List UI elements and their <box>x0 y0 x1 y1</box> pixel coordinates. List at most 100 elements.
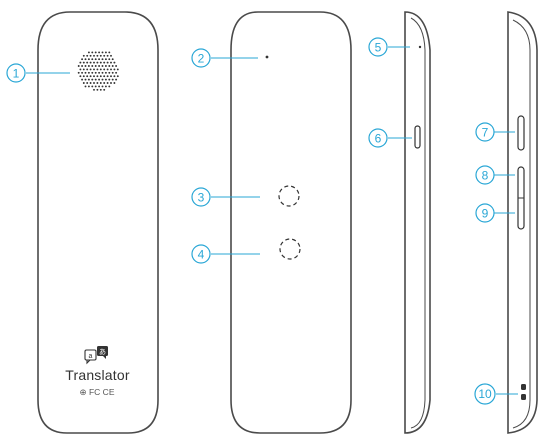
grille-hole <box>106 68 109 71</box>
grille-hole <box>82 75 85 78</box>
callout-2-label: 2 <box>198 52 205 66</box>
left-side-inner-edge <box>410 17 426 429</box>
grille-hole <box>86 61 89 64</box>
grille-hole <box>91 58 94 61</box>
grille-hole <box>86 75 89 78</box>
grille-hole <box>93 68 95 71</box>
grille-hole <box>115 71 118 74</box>
front-body-outline <box>37 11 159 434</box>
grille-hole <box>106 61 109 64</box>
callout-7-label: 7 <box>482 126 489 140</box>
grille-hole <box>87 78 90 81</box>
grille-hole <box>94 85 97 88</box>
speaker-grille-icon <box>77 51 119 91</box>
grille-hole <box>94 71 97 74</box>
grille-hole <box>103 54 106 57</box>
callout-10-label: 10 <box>478 387 492 401</box>
grille-hole <box>79 68 82 71</box>
grille-hole <box>91 71 94 74</box>
grille-hole <box>104 51 107 54</box>
left-side-view <box>404 11 431 434</box>
grille-hole <box>113 82 116 84</box>
grille-hole <box>96 88 99 91</box>
grille-hole <box>87 85 90 88</box>
grille-hole <box>89 61 92 64</box>
grille-hole <box>99 68 102 71</box>
button-b-dashed <box>279 238 301 260</box>
grille-hole <box>98 65 101 67</box>
grille-hole <box>91 65 94 67</box>
grille-hole <box>91 85 94 88</box>
callout-4-label: 4 <box>198 248 205 262</box>
grille-hole <box>98 51 101 54</box>
callout-9-label: 9 <box>482 207 489 221</box>
right-side-inner-edge <box>512 19 531 429</box>
callout-5-label: 5 <box>375 41 382 55</box>
grille-hole <box>101 58 104 61</box>
grille-hole <box>116 75 119 78</box>
indicator-light-bottom <box>521 394 526 400</box>
grille-hole <box>79 61 82 64</box>
grille-hole <box>93 61 95 64</box>
callout-3-label: 3 <box>198 191 205 205</box>
grille-hole <box>103 82 106 84</box>
grille-hole <box>94 78 97 81</box>
grille-hole <box>94 51 97 54</box>
grille-hole <box>104 71 107 74</box>
grille-hole <box>108 65 111 67</box>
volume-up-button <box>517 115 525 151</box>
callout-9: 9 <box>475 203 515 223</box>
grille-hole <box>111 71 114 74</box>
grille-hole <box>77 71 80 74</box>
callout-3: 3 <box>191 187 260 207</box>
grille-hole <box>94 65 97 67</box>
grille-hole <box>81 78 84 81</box>
grille-hole <box>108 71 111 74</box>
grille-hole <box>110 68 112 71</box>
grille-hole <box>93 88 95 91</box>
grille-hole <box>86 68 89 71</box>
grille-hole <box>89 68 92 71</box>
callout-10: 10 <box>474 383 518 405</box>
callout-7: 7 <box>475 122 515 142</box>
certification-marks: ⊕ FC CE <box>79 387 115 397</box>
grille-hole <box>103 68 106 71</box>
grille-hole <box>87 71 90 74</box>
grille-hole <box>89 82 92 84</box>
callouts: 1 2 3 4 5 6 <box>6 37 518 405</box>
grille-hole <box>116 68 119 71</box>
button-a-dashed <box>278 185 300 207</box>
product-name: Translator <box>65 367 130 383</box>
grille-hole <box>110 75 112 78</box>
grille-hole <box>101 51 104 54</box>
grille-hole <box>96 75 99 78</box>
grille-hole <box>93 54 95 57</box>
grille-hole <box>103 61 106 64</box>
grille-hole <box>99 54 102 57</box>
grille-hole <box>103 88 106 91</box>
right-side-view <box>507 11 538 434</box>
grille-hole <box>108 78 111 81</box>
grille-hole <box>99 75 102 78</box>
grille-hole <box>89 75 92 78</box>
side-microphone-hole <box>418 45 422 49</box>
back-body-outline <box>230 11 352 434</box>
grille-hole <box>106 54 109 57</box>
grille-hole <box>110 61 112 64</box>
grille-hole <box>108 51 111 54</box>
grille-hole <box>82 61 85 64</box>
grille-hole <box>99 61 102 64</box>
grille-hole <box>111 58 114 61</box>
grille-hole <box>101 85 104 88</box>
grille-hole <box>94 58 97 61</box>
grille-hole <box>99 88 102 91</box>
svg-text:a: a <box>89 353 93 360</box>
callout-6-label: 6 <box>375 132 382 146</box>
grille-hole <box>98 85 101 88</box>
grille-hole <box>111 78 114 81</box>
grille-hole <box>93 82 95 84</box>
grille-hole <box>87 65 90 67</box>
microphone-hole <box>265 55 269 59</box>
